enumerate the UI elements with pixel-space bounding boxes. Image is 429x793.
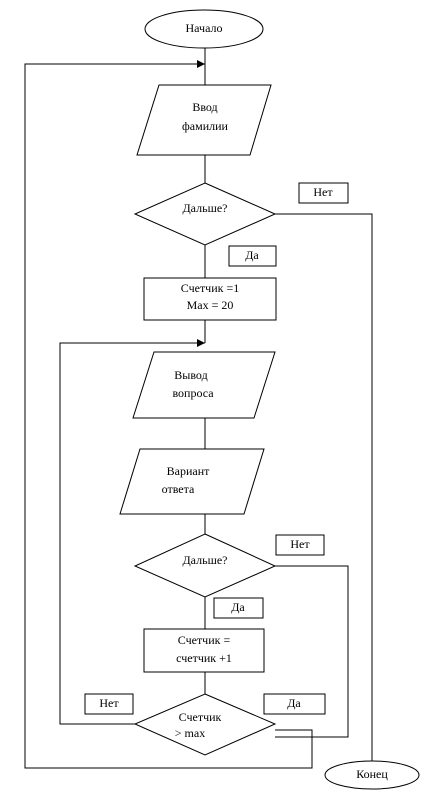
decision-counter-max-line2: > max xyxy=(175,726,205,740)
yes-label-2: Да xyxy=(231,600,245,614)
init-counter-line1: Счетчик =1 xyxy=(181,281,240,295)
output-question-line1: Вывод xyxy=(174,368,207,382)
connectors xyxy=(24,48,373,769)
decision-counter-max-line1: Счетчик xyxy=(179,710,222,724)
no-label-1: Нет xyxy=(313,185,333,199)
start-label: Начало xyxy=(186,21,223,35)
yes-label-3: Да xyxy=(287,696,301,710)
no-label-2: Нет xyxy=(290,537,310,551)
no-box-1: Нет xyxy=(298,182,349,204)
increment-counter-block: Счетчик = счетчик +1 xyxy=(143,628,265,673)
init-counter-line2: Max = 20 xyxy=(187,298,234,312)
decision-counter-max: Счетчик > max xyxy=(133,693,277,756)
output-question-block: Вывод вопроса xyxy=(132,351,276,419)
decision-more-1: Дальше? xyxy=(133,182,277,246)
init-counter-block: Счетчик =1 Max = 20 xyxy=(143,277,277,321)
yes-box-3: Да xyxy=(263,693,326,715)
answer-variant-line1: Вариант xyxy=(167,464,211,478)
no-box-2: Нет xyxy=(275,534,325,556)
decision-more-1-label: Дальше? xyxy=(183,201,228,215)
connector-decision1-no-to-end xyxy=(275,213,373,763)
input-surname-block: Ввод фамилии xyxy=(136,84,272,156)
no-label-3: Нет xyxy=(99,696,119,710)
input-surname-line2: фамилии xyxy=(182,119,229,133)
answer-variant-line2: ответа xyxy=(162,482,195,496)
connector-decision3-yes-outer-loop xyxy=(24,60,313,769)
yes-box-2: Да xyxy=(213,597,264,619)
yes-label-1: Да xyxy=(245,248,259,262)
output-question-line2: вопроса xyxy=(172,386,214,400)
start-terminator: Начало xyxy=(144,9,264,49)
decision-more-2-label: Дальше? xyxy=(183,553,228,567)
end-label: Конец xyxy=(356,767,388,781)
end-terminator: Конец xyxy=(324,760,420,790)
increment-counter-line2: счетчик +1 xyxy=(176,651,232,665)
decision-more-2: Дальше? xyxy=(133,533,277,598)
increment-counter-line1: Счетчик = xyxy=(178,633,231,647)
no-box-3: Нет xyxy=(84,693,134,715)
input-surname-line1: Ввод xyxy=(192,100,217,114)
yes-box-1: Да xyxy=(228,245,277,267)
answer-variant-block: Вариант ответа xyxy=(119,448,265,515)
connector-decision3-no-loop xyxy=(59,339,205,725)
